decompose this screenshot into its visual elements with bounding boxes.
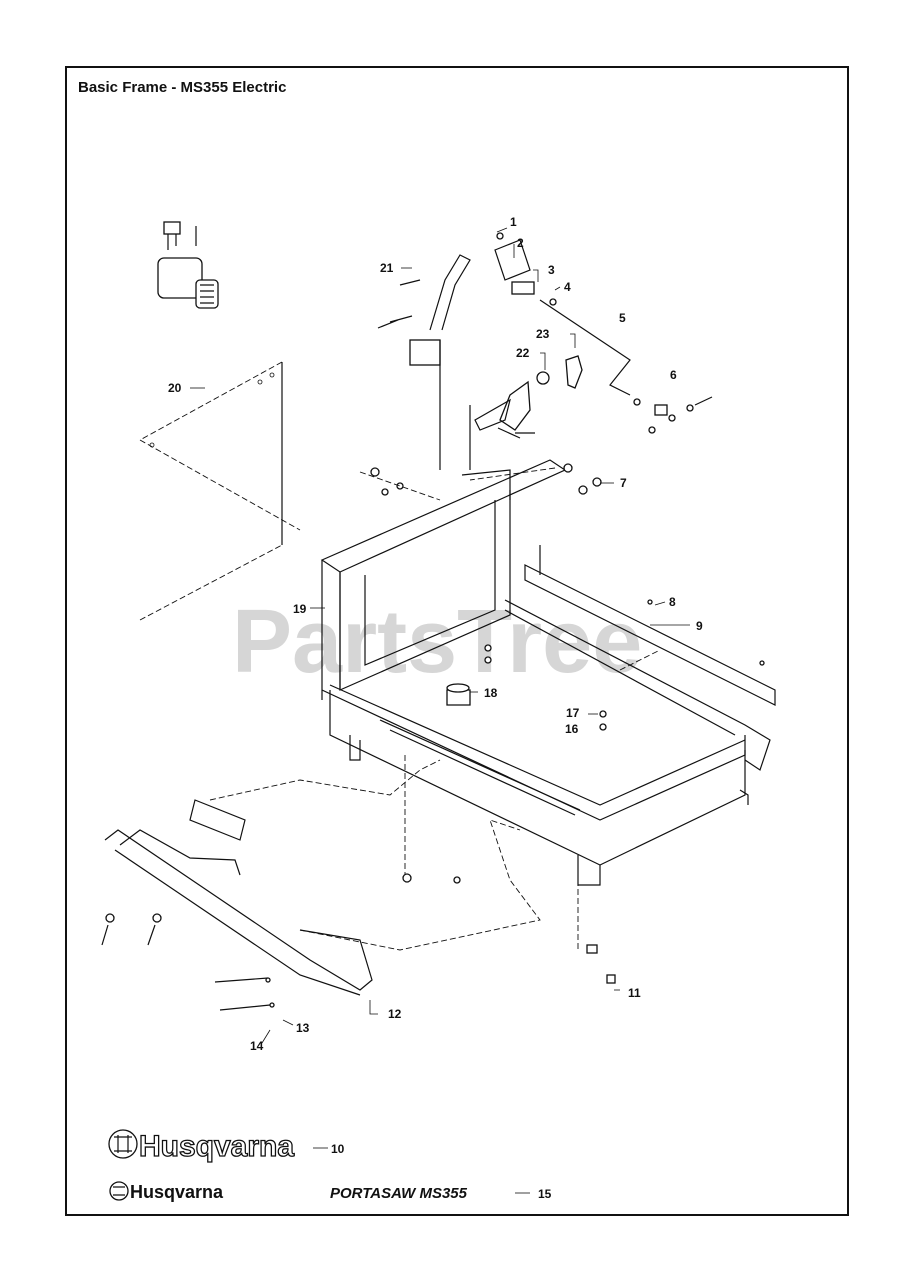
callout-4: 4	[564, 280, 571, 294]
lever-22-23	[469, 355, 583, 470]
husqvarna-logo-large-icon	[108, 1129, 138, 1159]
footer-branding: Husqvarna 10 Husqvarna PORTASAW MS355 15	[108, 1129, 552, 1202]
callout-17: 17	[566, 706, 580, 720]
callout-1: 1	[510, 215, 517, 229]
callout-2: 2	[517, 236, 524, 250]
bolts-bottom	[101, 873, 616, 1011]
hardware-7	[359, 463, 602, 501]
callout-3: 3	[548, 263, 555, 277]
side-panel-20	[139, 361, 301, 621]
callout-19: 19	[293, 602, 307, 616]
rail-8-9	[504, 545, 776, 771]
callout-5: 5	[619, 311, 626, 325]
callout-9: 9	[696, 619, 703, 633]
callout-11: 11	[628, 986, 641, 1000]
main-frame-19	[320, 459, 749, 886]
brand-small: Husqvarna	[130, 1182, 224, 1202]
callout-10: 10	[331, 1142, 345, 1156]
hardware-16-17	[484, 599, 765, 731]
brand-large: Husqvarna	[139, 1130, 294, 1163]
callout-6: 6	[670, 368, 677, 382]
callout-12: 12	[388, 1007, 402, 1021]
callout-14: 14	[250, 1039, 264, 1053]
part-18	[446, 683, 471, 706]
callout-23: 23	[536, 327, 550, 341]
diagram-title: Basic Frame - MS355 Electric	[78, 79, 287, 96]
model-name: PORTASAW MS355	[330, 1185, 468, 1202]
callout-7: 7	[620, 476, 627, 490]
stand-12	[104, 755, 579, 996]
callout-22: 22	[516, 346, 530, 360]
callout-8: 8	[669, 595, 676, 609]
handle-21	[377, 254, 471, 470]
leader-lines	[190, 227, 690, 1194]
diagram-frame: Basic Frame - MS355 Electric	[65, 66, 849, 1216]
callout-16: 16	[565, 722, 579, 736]
callout-13: 13	[296, 1021, 310, 1035]
rod-5	[494, 232, 631, 396]
watermark-text: PartsTree	[232, 592, 642, 692]
callout-18: 18	[484, 686, 498, 700]
hardware-6	[633, 396, 713, 434]
callout-15: 15	[538, 1187, 552, 1201]
callout-21: 21	[380, 261, 394, 275]
electric-motor-switch	[157, 221, 219, 309]
husqvarna-logo-small-icon	[109, 1181, 129, 1201]
callout-numbers: 1 2 3 4 5 6 7 8 9 11 12 13 14 16 17 18 1…	[168, 215, 703, 1053]
callout-20: 20	[168, 381, 182, 395]
